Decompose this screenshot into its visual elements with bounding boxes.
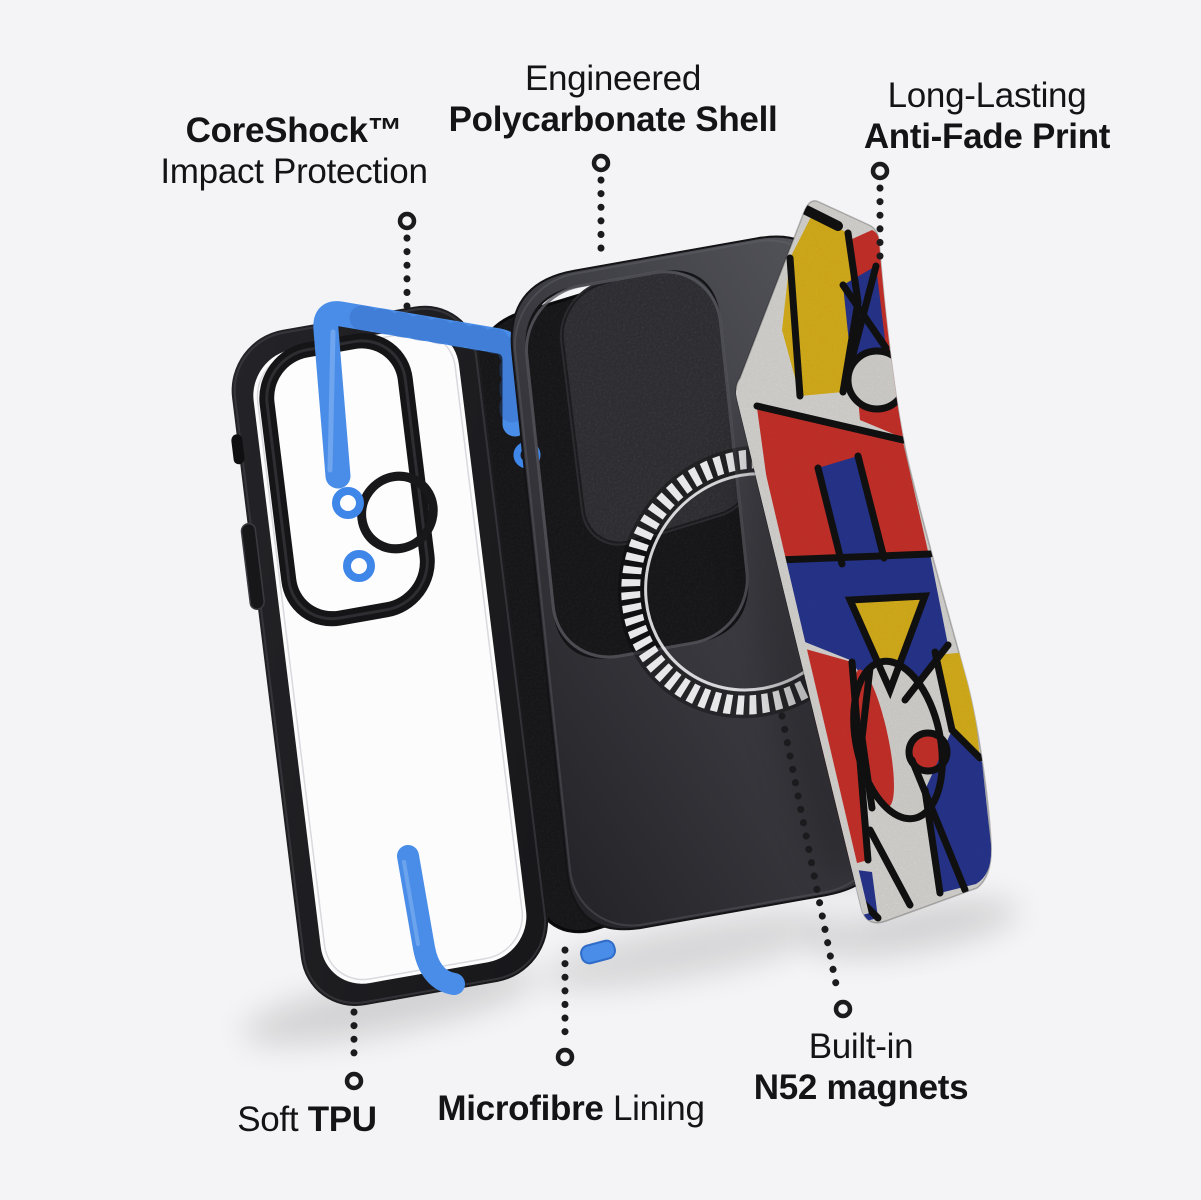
coreshock-title: CoreShock™ xyxy=(185,111,403,150)
leader-lining xyxy=(555,946,575,1067)
print-title: Anti-Fade Print xyxy=(863,117,1111,156)
bracket-ribs xyxy=(349,305,525,436)
shell-title: Polycarbonate Shell xyxy=(448,100,778,139)
lining-bold: Microfibre xyxy=(437,1089,604,1128)
leader-coreshock xyxy=(397,211,417,322)
leader-shell xyxy=(591,153,611,256)
print-kicker: Long-Lasting xyxy=(887,76,1087,115)
lens-ring xyxy=(357,471,438,554)
tpu-bold: TPU xyxy=(307,1100,377,1139)
lining-normal: Lining xyxy=(603,1089,705,1128)
shell-kicker: Engineered xyxy=(524,59,702,98)
coreshock-bottom-hook xyxy=(397,845,465,995)
leader-magnets xyxy=(778,712,853,1019)
anti-fade-print-art xyxy=(736,200,992,923)
leader-lines xyxy=(344,153,890,1091)
annotation-lining: Microfibre Lining xyxy=(437,1088,705,1129)
leader-print xyxy=(870,161,890,266)
magnets-kicker: Built-in xyxy=(808,1027,914,1066)
tpu-normal: Soft xyxy=(237,1100,308,1139)
blue-tab xyxy=(580,939,616,965)
annotation-tpu: Soft TPU xyxy=(237,1099,377,1140)
annotation-coreshock: CoreShock™ Impact Protection xyxy=(160,110,428,192)
annotation-magnets: Built-in N52 magnets xyxy=(754,1026,969,1108)
magnets-title: N52 magnets xyxy=(753,1068,969,1107)
printed-backplate-layer xyxy=(735,200,992,924)
annotation-shell: Engineered Polycarbonate Shell xyxy=(449,58,778,140)
coreshock-subtitle: Impact Protection xyxy=(160,152,428,191)
tpu-bumper-layer xyxy=(231,305,549,1007)
bumper-mute-slot xyxy=(231,434,245,465)
annotation-print: Long-Lasting Anti-Fade Print xyxy=(863,75,1111,157)
bumper-side-button xyxy=(240,522,265,610)
leader-tpu xyxy=(344,1008,364,1091)
